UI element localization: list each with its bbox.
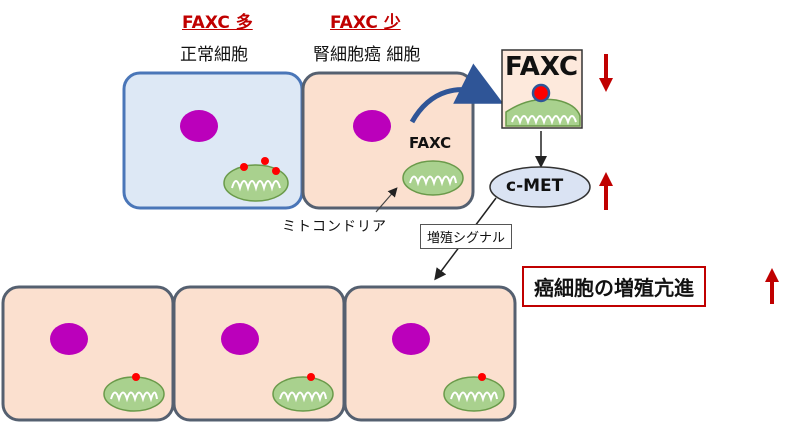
- bottom-cancer-cell-2: [172, 285, 346, 422]
- bottom-cancer-cell-3: [343, 285, 517, 422]
- result-label: 癌細胞の増殖亢進: [522, 266, 706, 307]
- arrow-up-icon: [765, 268, 779, 304]
- cmet-receptor: [489, 166, 591, 208]
- faxc-dot: [261, 157, 269, 165]
- bottom-cancer-cell-1: [1, 285, 175, 422]
- cancer-cell-top: [301, 71, 475, 210]
- cancer-mitochondria: [402, 160, 464, 196]
- faxc-protein-dot: [531, 83, 551, 103]
- normal-cell-label: 正常細胞: [180, 45, 248, 65]
- cancer-nucleus: [353, 110, 391, 142]
- cancer-faxc-header: FAXC 少: [330, 13, 401, 33]
- normal-mitochondria: [223, 157, 289, 202]
- faxc-box-label: FAXC: [505, 52, 579, 82]
- curved-arrow: [409, 63, 504, 124]
- mitochondria-label: ミトコンドリア: [282, 219, 387, 235]
- mitochondria-pointer: [375, 187, 398, 213]
- faxc-dot: [272, 167, 280, 175]
- normal-faxc-header: FAXC 多: [182, 13, 253, 33]
- normal-cell: [122, 71, 304, 210]
- normal-nucleus: [180, 110, 218, 142]
- cmet-label: c-MET: [506, 176, 564, 196]
- faxc-magnified-box: [501, 49, 583, 129]
- faxc-dot: [240, 163, 248, 171]
- arrow-down-icon: [599, 54, 613, 92]
- signal-label: 増殖シグナル: [420, 224, 513, 249]
- cancer-cell-label: 腎細胞癌 細胞: [313, 45, 421, 65]
- faxc-label: FAXC: [409, 134, 452, 152]
- arrow-up-icon: [599, 172, 613, 210]
